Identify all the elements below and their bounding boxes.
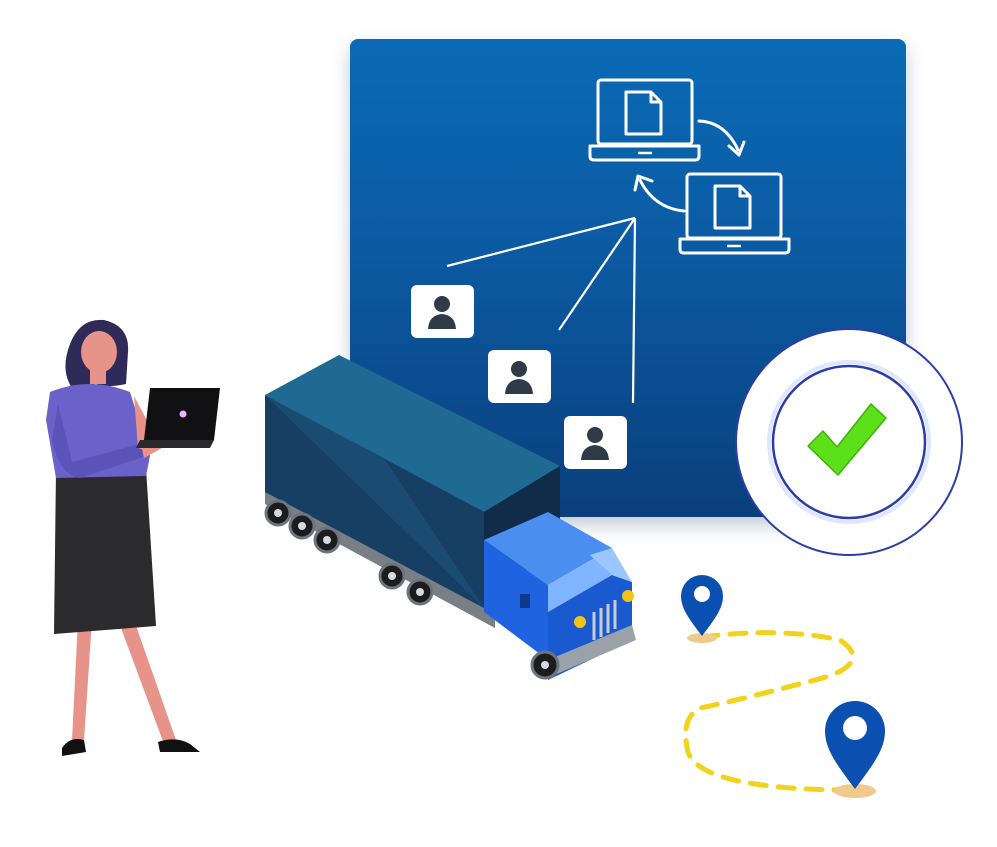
truck — [264, 355, 636, 680]
sync-arrows-icon — [633, 119, 746, 213]
truck-cab — [484, 512, 612, 585]
user-icon — [434, 296, 450, 312]
laptop-document-icon — [678, 172, 791, 255]
network-lines — [446, 216, 637, 404]
user-tile — [488, 350, 551, 403]
user-tile — [564, 416, 627, 469]
check-icon — [807, 403, 887, 476]
location-pin-icon — [681, 575, 723, 643]
laptop-document-icon — [588, 78, 701, 162]
user-tile — [411, 285, 474, 338]
route-path — [683, 630, 856, 793]
location-pin-icon — [825, 701, 885, 798]
user-icon — [587, 427, 603, 443]
woman-figure — [46, 319, 220, 756]
check-badge — [735, 328, 963, 556]
user-icon — [511, 361, 527, 377]
